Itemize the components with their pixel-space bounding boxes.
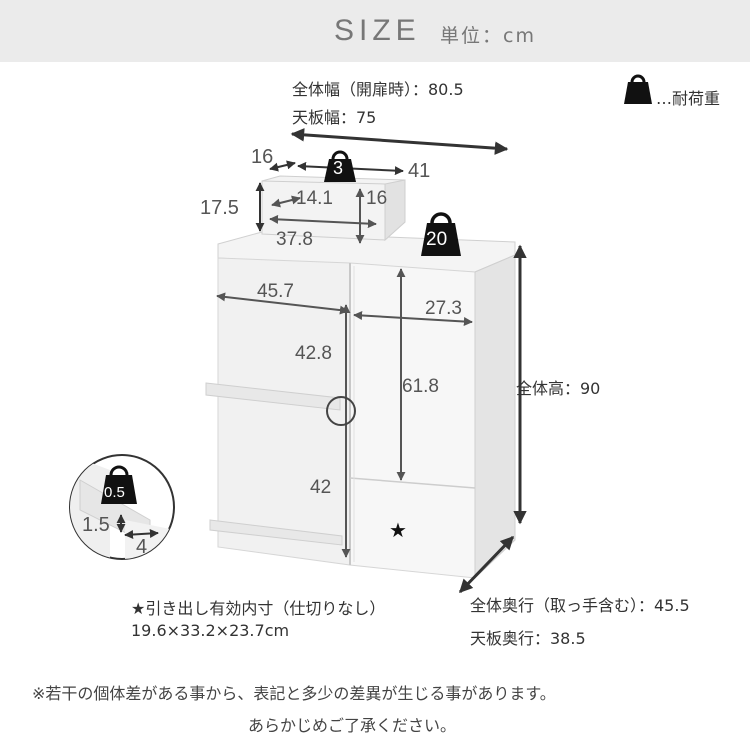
door-inner-width-label: 27.3 — [425, 298, 462, 319]
unit-label: 単位：cm — [440, 25, 536, 47]
star-icon: ★ — [389, 518, 407, 542]
footnote-line1: ※若干の個体差がある事から、表記と多少の差異が生じる事があります。 — [32, 684, 556, 703]
shelf-height-label: 17.5 — [200, 197, 239, 219]
left-inner-width-label: 45.7 — [257, 281, 294, 302]
drawer-title: ★引き出し有効内寸（仕切りなし） — [131, 599, 386, 618]
footnote-line2: あらかじめご了承ください。 — [248, 716, 457, 735]
dimension-lines — [216, 128, 527, 594]
shelf-depth-label: 16 — [251, 146, 274, 168]
weight-bag-icon — [324, 150, 356, 182]
towel-bar-height-label: 1.5 — [82, 514, 110, 536]
header-banner: SIZE 単位：cm — [0, 0, 750, 62]
lower-inner-height-label: 42 — [310, 477, 332, 498]
overall-depth-label: 全体奥行（取っ手含む）：45.5 — [470, 596, 690, 615]
overall-height-label: 全体高：90 — [516, 379, 601, 398]
drawer-dimensions: 19.6×33.2×23.7cm — [131, 621, 290, 640]
cabinet-load-value: 20 — [426, 229, 448, 250]
shelf-inner-width-label: 14.1 — [296, 188, 333, 209]
legend-label: …耐荷重 — [656, 89, 721, 108]
weight-bag-icon — [421, 212, 461, 256]
shelf-load-value: 3 — [333, 158, 344, 178]
overall-width-label: 全体幅（開扉時）：80.5 — [292, 80, 464, 99]
top-depth-label: 天板奥行：38.5 — [470, 629, 586, 648]
shelf-inner-depth-label: 37.8 — [276, 229, 313, 250]
upper-inner-height-label: 42.8 — [295, 343, 332, 364]
cabinet-body — [217, 231, 516, 580]
door-inner-height-label: 61.8 — [402, 376, 439, 397]
top-width-label: 天板幅：75 — [292, 108, 377, 127]
zoom-marker — [326, 396, 356, 426]
shelf-width-label: 41 — [408, 160, 431, 182]
weight-bag-icon — [101, 465, 137, 504]
shelf-inner-height-label: 16 — [366, 188, 388, 209]
towel-bar-detail — [69, 454, 175, 560]
towel-bar-load-value: 0.5 — [104, 484, 125, 501]
weight-bag-icon — [624, 74, 652, 104]
size-title: SIZE — [334, 14, 421, 47]
towel-bar-depth-label: 4 — [136, 536, 148, 558]
